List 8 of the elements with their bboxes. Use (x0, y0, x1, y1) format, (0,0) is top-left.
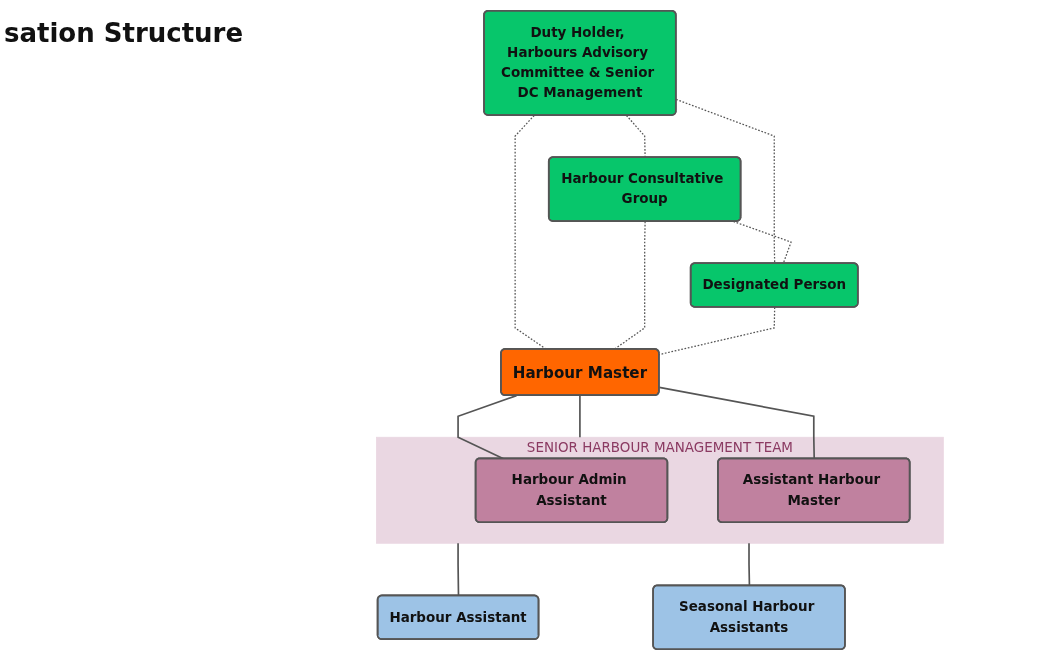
connector (457, 542, 460, 597)
connector (732, 220, 792, 265)
connector (457, 394, 518, 460)
title: sation Structure (4, 18, 244, 48)
connector (658, 386, 816, 460)
connector (579, 394, 581, 439)
connector (658, 306, 776, 356)
connector (748, 542, 751, 587)
